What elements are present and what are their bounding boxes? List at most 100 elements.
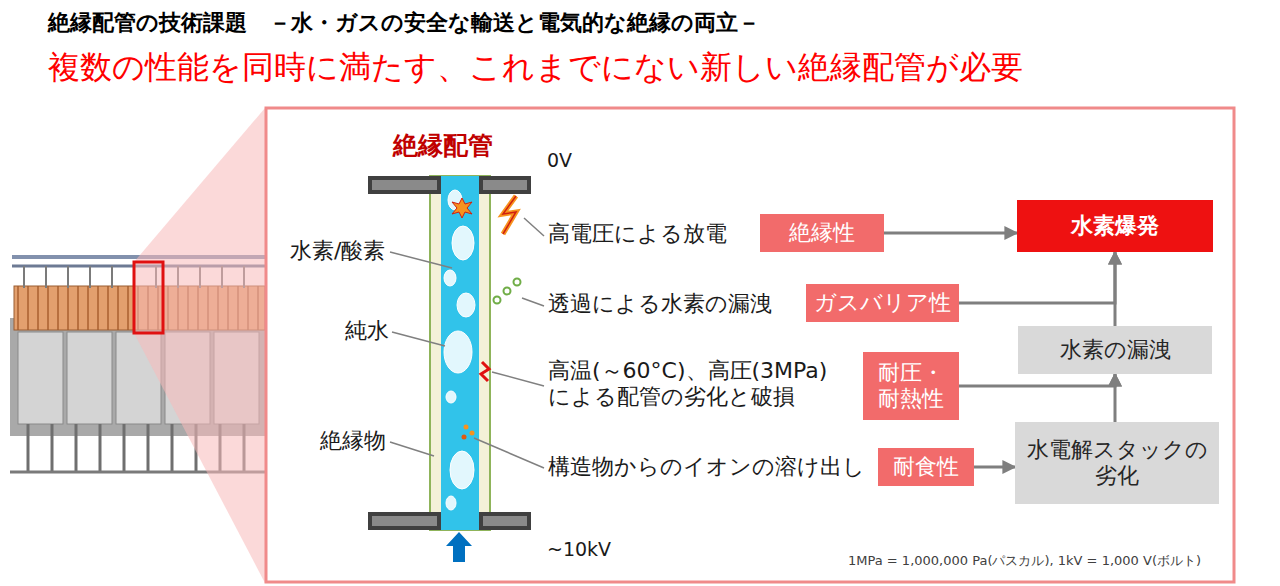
pure-water bbox=[441, 176, 479, 530]
tie-rod bbox=[155, 266, 157, 288]
box-text: 水電解スタックの 劣化 bbox=[1021, 437, 1213, 490]
leak-molecule bbox=[494, 297, 501, 304]
part-title: 絶縁配管 bbox=[393, 131, 493, 161]
zoom-wedge bbox=[134, 108, 265, 583]
insulator-wall bbox=[430, 176, 490, 530]
tie-rod bbox=[23, 266, 25, 288]
top-rail bbox=[12, 255, 265, 259]
issue-text: 高温(～60°C)、高圧(3MPa) による配管の劣化と破損 bbox=[548, 358, 858, 411]
effect-box: 水素の漏洩 bbox=[1018, 326, 1212, 374]
issue-text: 高電圧による放電 bbox=[548, 221, 727, 247]
stack-leg bbox=[219, 424, 222, 472]
flange-face bbox=[483, 180, 527, 190]
stack-leg bbox=[243, 424, 246, 472]
flange-face bbox=[483, 516, 527, 526]
tie-rod bbox=[89, 266, 91, 288]
tie-rod bbox=[133, 266, 135, 288]
leader-lines bbox=[390, 218, 544, 468]
base-rail bbox=[10, 471, 265, 474]
copper-band bbox=[14, 286, 265, 330]
stack-leg bbox=[171, 424, 174, 472]
footnote: 1MPa = 1,000,000 Pa(パスカル), 1kV = 1,000 V… bbox=[848, 553, 1201, 569]
stack-leg bbox=[99, 424, 102, 472]
stack-cell bbox=[18, 332, 63, 424]
tie-rod bbox=[199, 266, 201, 288]
stack-leg bbox=[75, 424, 78, 472]
tie-rod bbox=[67, 266, 69, 288]
leader-line bbox=[390, 252, 452, 268]
ion-dot bbox=[462, 435, 467, 440]
leak-molecule bbox=[504, 288, 511, 295]
subtitle: 複数の性能を同時に満たす、これまでにない新しい絶縁配管が必要 bbox=[48, 48, 1023, 86]
flow-arrow-line bbox=[884, 232, 1017, 235]
stack-back bbox=[10, 318, 265, 436]
top-rail bbox=[12, 265, 265, 268]
bubble bbox=[457, 293, 475, 317]
highlight-frame bbox=[134, 262, 163, 333]
bubble bbox=[444, 331, 472, 373]
tie-rod bbox=[177, 266, 179, 288]
stack-leg bbox=[27, 424, 30, 472]
requirement-tag: ガスバリア性 bbox=[806, 284, 959, 322]
flange-face bbox=[372, 516, 437, 526]
box-text: 耐圧・ 耐熱性 bbox=[869, 360, 953, 413]
stack-leg bbox=[123, 424, 126, 472]
bubble bbox=[452, 226, 474, 260]
gas-bubbles bbox=[444, 190, 475, 510]
tie-rod bbox=[221, 266, 223, 288]
requirement-tag: 耐食性 bbox=[878, 448, 974, 486]
leader-line bbox=[524, 218, 544, 236]
box-text: 水素の漏洩 bbox=[1060, 337, 1171, 363]
part-name: 水素/酸素 bbox=[290, 238, 385, 264]
tie-rod bbox=[45, 266, 47, 288]
stack-cell bbox=[67, 332, 112, 424]
flow-arrow-line bbox=[959, 252, 1115, 303]
flow-arrow-line bbox=[1114, 374, 1117, 422]
stack-repeats bbox=[18, 266, 259, 472]
requirement-tag: 絶縁性 bbox=[760, 214, 884, 252]
discharge-spark bbox=[452, 198, 472, 218]
part-name: 純水 bbox=[345, 318, 389, 344]
crack-symbol bbox=[481, 362, 489, 381]
requirement-tag: 耐圧・ 耐熱性 bbox=[863, 352, 959, 420]
flange bbox=[368, 176, 441, 194]
bubble bbox=[446, 391, 456, 403]
ion-dot bbox=[470, 431, 475, 436]
issue-text: 構造物からのイオンの溶け出し bbox=[548, 454, 865, 480]
flow-arrow-line bbox=[959, 374, 1115, 386]
bubble bbox=[450, 451, 474, 489]
effect-box: 水電解スタックの 劣化 bbox=[1015, 422, 1219, 504]
leak-molecule bbox=[514, 279, 521, 286]
stack-leg bbox=[195, 424, 198, 472]
voltage-label: 0V bbox=[547, 149, 572, 172]
box-text: 水素爆発 bbox=[1071, 213, 1159, 239]
flange-face bbox=[372, 180, 437, 190]
flow-arrow bbox=[446, 532, 472, 562]
stack-cell bbox=[214, 332, 259, 424]
flange bbox=[479, 512, 531, 530]
leader-line bbox=[390, 442, 434, 456]
detail-panel bbox=[266, 108, 1234, 582]
tie-rod bbox=[111, 266, 113, 288]
stack-leg bbox=[147, 424, 150, 472]
leader-line bbox=[392, 332, 445, 346]
lightning-symbol bbox=[503, 196, 516, 234]
stack-cell bbox=[165, 332, 210, 424]
box-text: 耐食性 bbox=[893, 454, 959, 480]
electrolyser-stack bbox=[10, 257, 265, 472]
hazard-box: 水素爆発 bbox=[1017, 200, 1213, 252]
flow-arrow-line bbox=[1114, 252, 1117, 326]
issue-text: 透過による水素の漏洩 bbox=[548, 291, 772, 317]
ion-dot bbox=[464, 425, 469, 430]
part-name: 絶縁物 bbox=[320, 428, 386, 454]
box-text: ガスバリア性 bbox=[814, 290, 951, 316]
voltage-label: ~10kV bbox=[547, 538, 611, 561]
bubble bbox=[444, 270, 456, 286]
bubble bbox=[446, 496, 456, 510]
bubble bbox=[448, 190, 462, 210]
lightning-symbol bbox=[503, 196, 516, 234]
box-text: 絶縁性 bbox=[789, 220, 855, 246]
flange bbox=[368, 512, 441, 530]
